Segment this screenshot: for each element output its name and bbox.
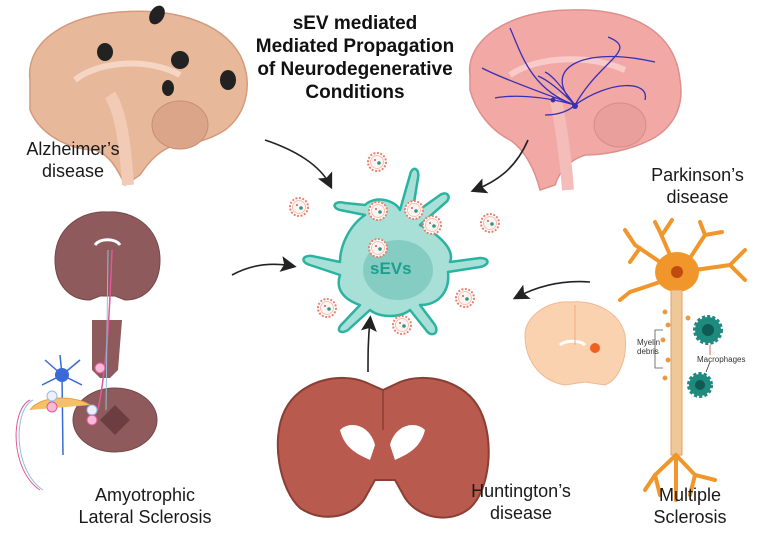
label-line: Parkinson’s: [651, 165, 744, 185]
arrows: [231, 139, 591, 373]
arrow-ms: [512, 280, 591, 300]
macrophage-icon: [693, 315, 723, 345]
label-alzheimers: Alzheimer’s disease: [18, 138, 128, 182]
title-line: sEV mediated: [292, 13, 418, 34]
arrow-parkinsons: [470, 139, 529, 194]
label-line: Lateral Sclerosis: [78, 507, 212, 527]
diagram-title: sEV mediated Mediated Propagation of Neu…: [240, 12, 470, 104]
label-line: disease: [41, 161, 105, 181]
als-illustration: [15, 211, 161, 491]
title-line: of Neurodegenerative: [257, 59, 453, 80]
sevs-label: sEVs: [370, 259, 412, 278]
label-als: Amyotrophic Lateral Sclerosis: [65, 484, 225, 528]
alzheimers-brain-illustration: [29, 5, 248, 187]
label-line: Myelin: [637, 338, 661, 347]
title-line: Conditions: [305, 82, 405, 103]
arrow-huntingtons: [360, 315, 377, 373]
label-line: Multiple: [658, 485, 722, 505]
label-ms: Multiple Sclerosis: [640, 484, 740, 528]
title-line: Mediated Propagation: [255, 36, 455, 57]
ms-brain-illustration: [524, 301, 627, 386]
huntingtons-brain-illustration: [276, 376, 490, 519]
label-line: Sclerosis: [653, 507, 727, 527]
arrow-als: [231, 256, 297, 276]
label-line: disease: [489, 503, 553, 523]
label-line: Amyotrophic: [94, 485, 196, 505]
label-huntingtons: Huntington’s disease: [466, 480, 576, 524]
myelin-debris-label: Myelin debris: [637, 338, 660, 356]
label-line: Huntington’s: [471, 481, 571, 501]
label-line: debris: [637, 347, 659, 356]
macrophages-label: Macrophages: [697, 355, 746, 364]
parkinsons-brain-illustration: [468, 9, 682, 191]
macrophage-icon: [687, 372, 713, 398]
ms-neuron-illustration: [618, 218, 747, 502]
label-line: Alzheimer’s: [26, 139, 120, 159]
label-parkinsons: Parkinson’s disease: [640, 164, 755, 208]
arrow-alzheimers: [264, 139, 333, 190]
label-line: disease: [666, 187, 729, 207]
